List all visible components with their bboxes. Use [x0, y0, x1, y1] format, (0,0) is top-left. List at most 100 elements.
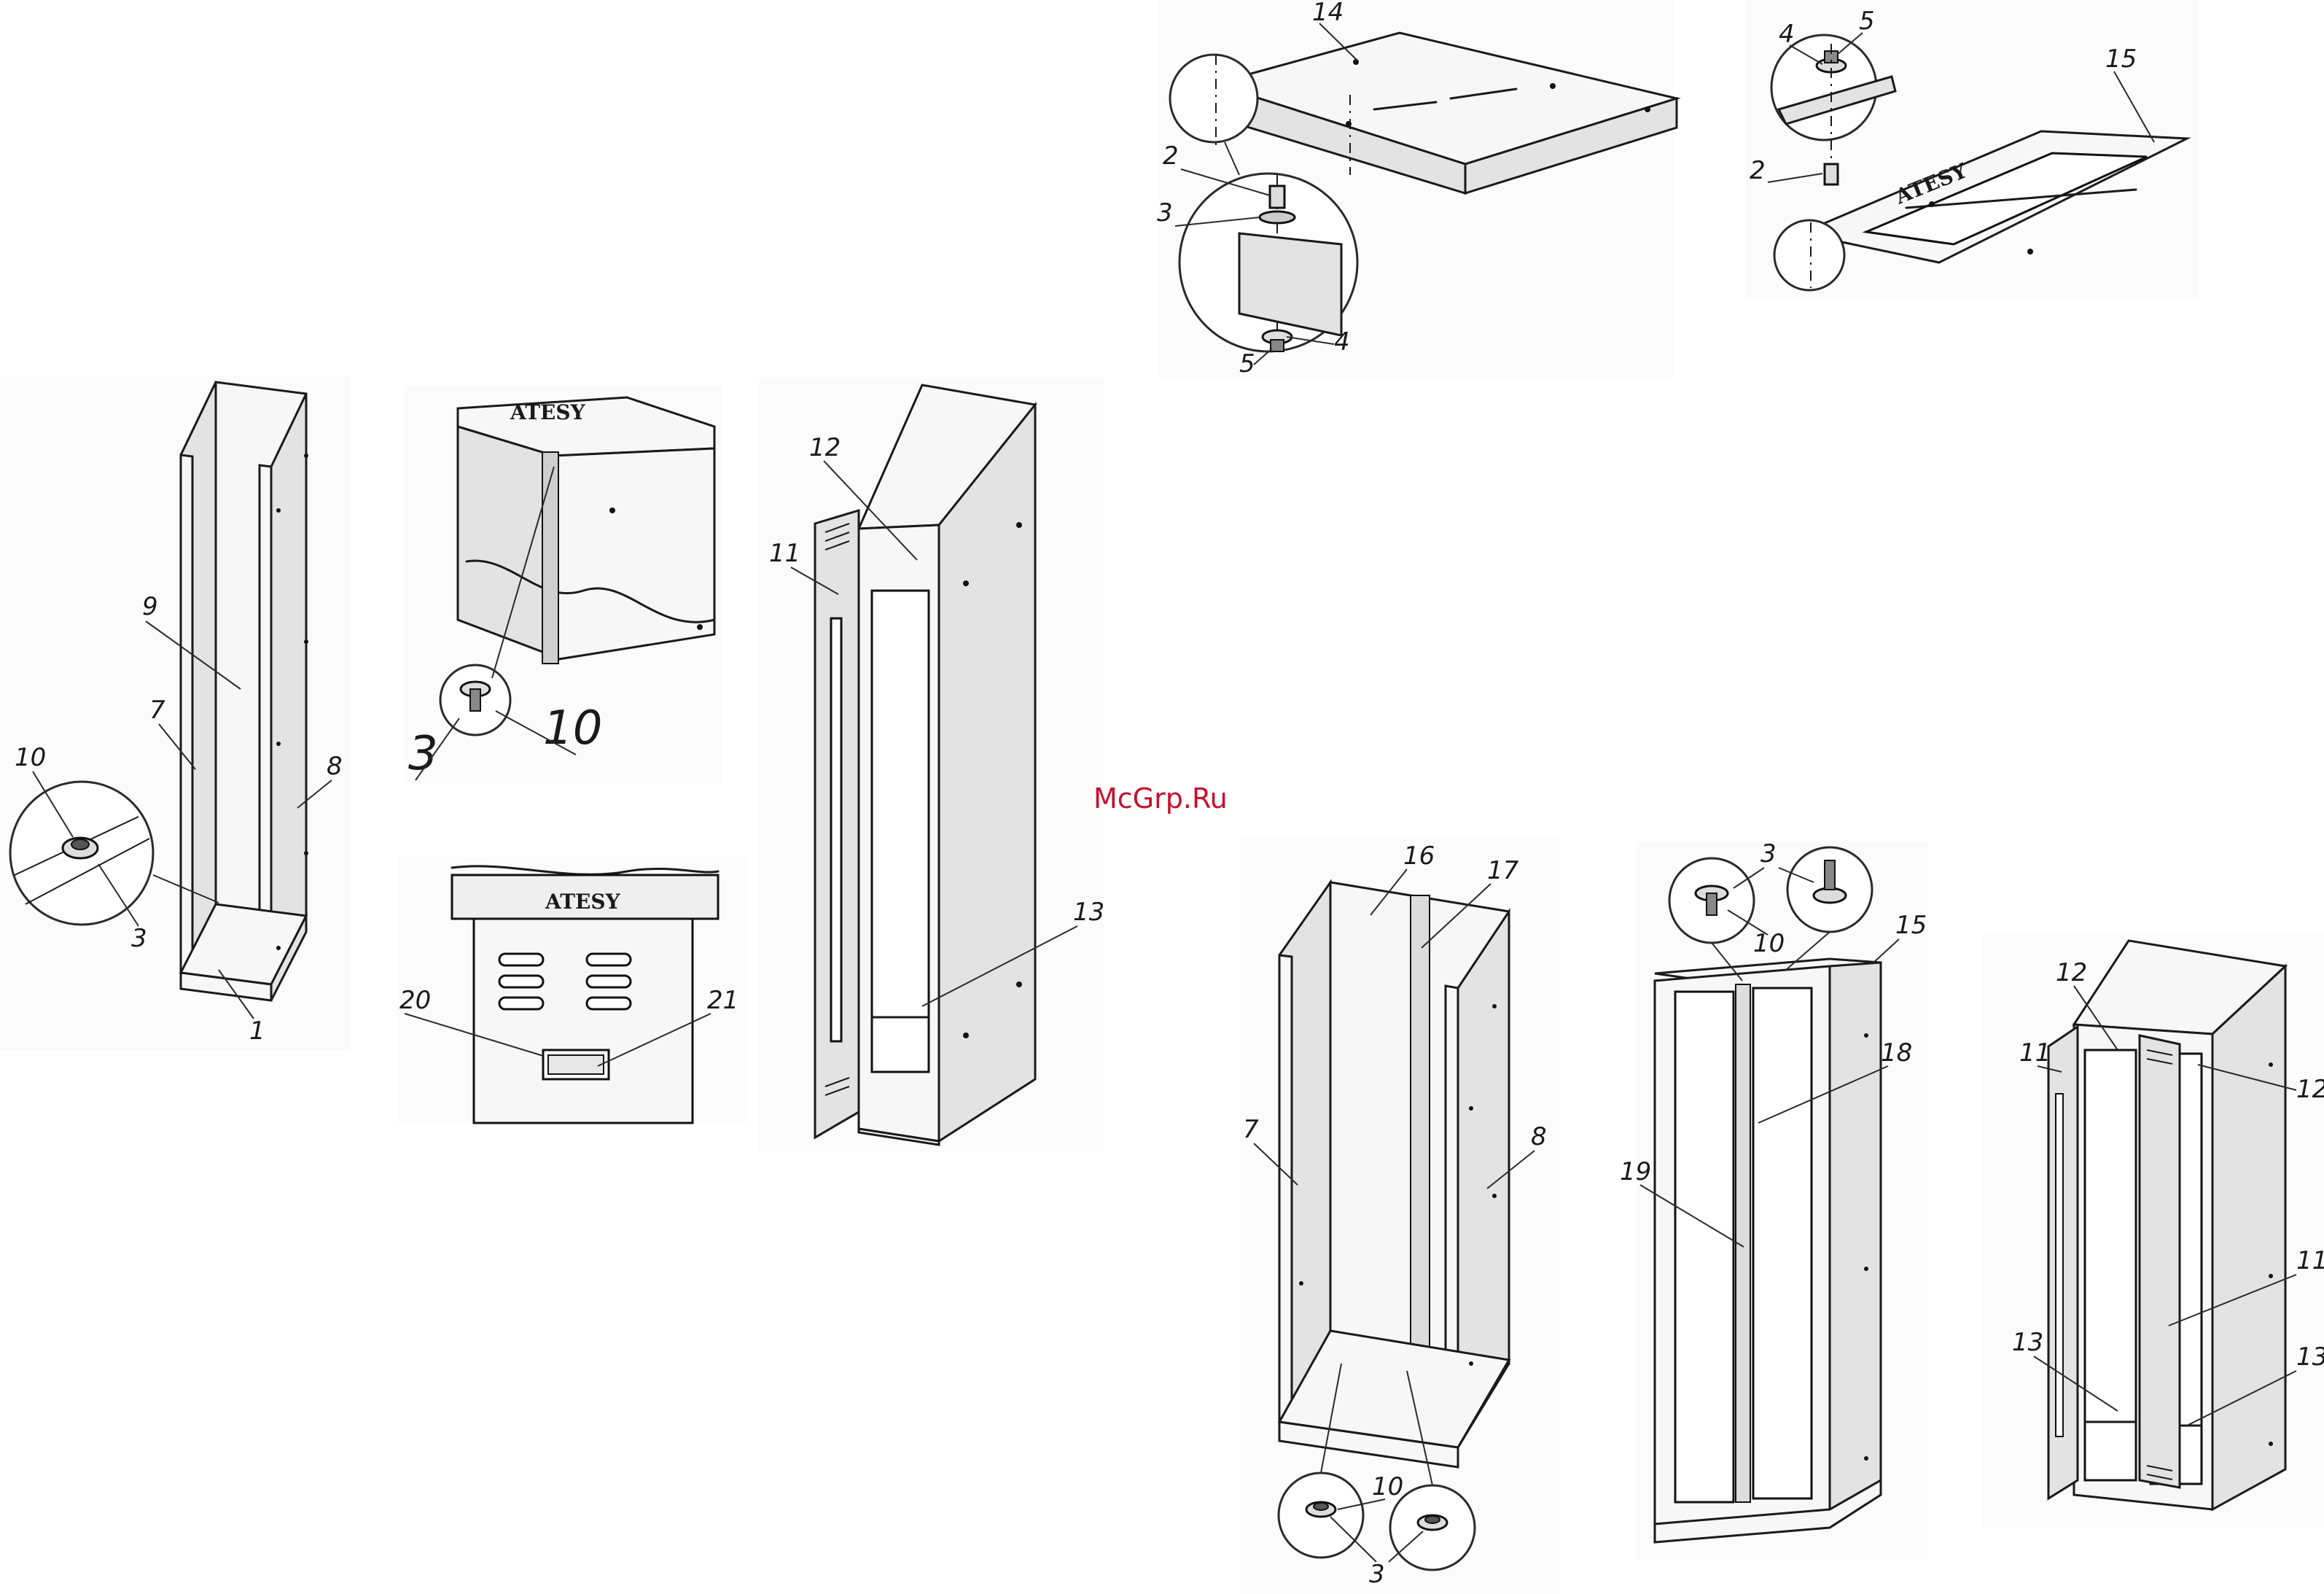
callout-label: 8 [327, 752, 343, 781]
door-window [2056, 1094, 2063, 1436]
callout-label: 15 [2105, 44, 2137, 74]
callout-label: 17 [1487, 856, 1519, 885]
callout-label: 5 [1859, 7, 1875, 36]
callout-label: 3 [1369, 1560, 1385, 1589]
door-panel [474, 919, 693, 1123]
hole [304, 454, 308, 458]
callout-label: 11 [2019, 1038, 2051, 1068]
hole [1864, 1033, 1868, 1038]
hole [1550, 83, 1556, 89]
bolt [1825, 164, 1838, 184]
hole [276, 508, 281, 513]
callout-label: 7 [1243, 1115, 1259, 1144]
callout-label: 3 [1760, 839, 1777, 868]
callout-label: 9 [142, 592, 158, 621]
callout-label: 16 [1403, 841, 1435, 871]
hole [963, 580, 969, 586]
callout-label: 2 [1750, 156, 1766, 185]
callout-label: 13 [2012, 1328, 2043, 1357]
left-flange [1279, 955, 1292, 1426]
door-window [831, 618, 841, 1041]
vent-slot [587, 998, 631, 1009]
left-opening [1675, 992, 1734, 1502]
callout-label: 12 [809, 433, 841, 462]
hole [304, 851, 308, 855]
bolt-core [71, 839, 89, 850]
callout-label: 20 [399, 986, 431, 1015]
hole [1929, 201, 1935, 207]
hole [1492, 1004, 1497, 1008]
vent-slot [499, 976, 543, 987]
callout-label: 11 [769, 539, 800, 568]
nut [1271, 340, 1284, 351]
callout-label: 15 [1895, 911, 1927, 940]
brand-logo-text: ATESY [545, 890, 621, 914]
callout-label: 11 [2296, 1246, 2324, 1275]
right-side-panel [939, 405, 1035, 1141]
left-opening [2085, 1050, 2136, 1480]
vent-slot [587, 954, 631, 965]
callout-label: 1 [249, 1016, 265, 1046]
detail-circle [1170, 55, 1257, 142]
right-side-panel [271, 394, 306, 988]
hole [1299, 1281, 1303, 1286]
hole [1469, 1361, 1473, 1366]
hole [963, 1033, 969, 1038]
corner-post [542, 452, 558, 664]
bolt-shank [1825, 860, 1835, 890]
callout-label: 10 [15, 743, 46, 772]
vent-slot [499, 998, 543, 1009]
right-side-panel [1830, 963, 1881, 1517]
callout-label: 14 [1312, 0, 1344, 27]
hole [1469, 1106, 1473, 1111]
washer [1260, 211, 1295, 223]
right-open-door [2140, 1035, 2180, 1488]
hole [276, 946, 281, 950]
callout-label: 12 [2056, 958, 2087, 987]
bolt-shank [1707, 893, 1717, 915]
right-opening [1753, 988, 1812, 1498]
callout-label: 12 [2296, 1075, 2324, 1104]
hole [1016, 522, 1022, 528]
front-opening [872, 591, 929, 1072]
bolt-shank [470, 689, 480, 711]
bolt [1270, 186, 1284, 208]
hole [2269, 1442, 2273, 1446]
callout-label: 10 [543, 701, 602, 755]
detail-circle [1774, 220, 1844, 290]
brand-logo-text: ATESY [510, 400, 586, 424]
hole [304, 639, 308, 644]
hole [2027, 249, 2033, 254]
left-flange [181, 455, 192, 977]
hole [1016, 981, 1022, 987]
right-side-panel [2212, 966, 2285, 1509]
callout-label: 4 [1334, 327, 1350, 357]
callout-label: 2 [1163, 141, 1179, 171]
callout-label: 13 [1073, 898, 1104, 927]
hole [2269, 1062, 2273, 1067]
hole [1864, 1456, 1868, 1461]
callout-label: 18 [1881, 1038, 1912, 1068]
vent-slot [587, 976, 631, 987]
hole [1645, 106, 1650, 112]
callout-label: 3 [131, 924, 147, 953]
callout-label: 21 [707, 986, 738, 1015]
callout-label: 8 [1531, 1122, 1547, 1151]
callout-label: 10 [1753, 929, 1785, 958]
callout-label: 13 [2296, 1342, 2324, 1372]
hole [2269, 1274, 2273, 1278]
bolt-core [1314, 1503, 1328, 1510]
callout-label: 4 [1779, 20, 1795, 49]
hole [1492, 1194, 1497, 1198]
callout-label: 19 [1620, 1157, 1651, 1186]
hole [609, 508, 615, 513]
callout-label: 5 [1239, 349, 1255, 378]
side-wall [458, 427, 554, 656]
hole [697, 624, 703, 630]
watermark-text: McGrp.Ru [1093, 782, 1228, 815]
callout-label: 7 [149, 696, 165, 725]
front-wall [554, 448, 714, 660]
vent-slot [499, 954, 543, 965]
